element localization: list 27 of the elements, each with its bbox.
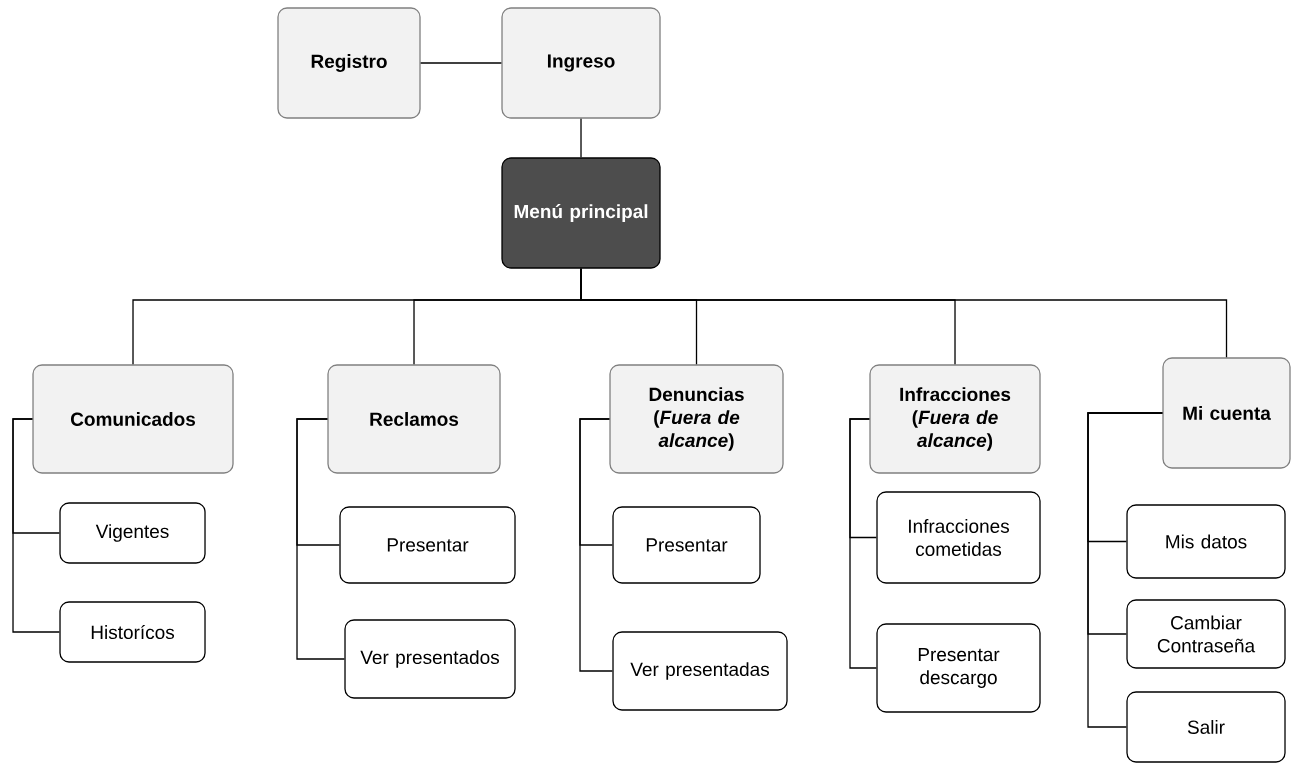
- option-box: Presentar: [339, 506, 516, 584]
- option-box: Cambiar Contraseña: [1126, 599, 1286, 669]
- section-box: Mi cuenta: [1162, 357, 1291, 469]
- option-box: Historícos: [59, 601, 206, 663]
- connector-line: [579, 418, 613, 672]
- connector-line: [420, 62, 502, 64]
- option-box: Ver presentadas: [612, 631, 788, 711]
- connector-line: [1087, 412, 1163, 728]
- option-box: Ver presentados: [344, 619, 516, 699]
- option-box: Infracciones cometidas: [876, 491, 1041, 584]
- option-box: Presentar: [612, 506, 761, 584]
- connector-line: [580, 268, 1228, 358]
- connector-line: [849, 418, 877, 669]
- section-box: Denuncias (Fuera de alcance): [609, 364, 784, 474]
- section-box: Ingreso: [501, 7, 661, 119]
- section-box: Comunicados: [32, 364, 234, 474]
- connector-line: [580, 118, 582, 158]
- connector-line: [296, 418, 345, 660]
- section-box: Registro: [277, 7, 421, 119]
- section-box: Infracciones (Fuera de alcance): [869, 364, 1041, 474]
- connector-line: [12, 418, 60, 633]
- section-box: Reclamos: [327, 364, 501, 474]
- option-box: Vigentes: [59, 502, 206, 564]
- main-menu-box: Menú principal: [501, 157, 661, 269]
- option-box: Mis datos: [1126, 504, 1286, 579]
- option-box: Salir: [1126, 691, 1286, 763]
- option-box: Presentar descargo: [876, 623, 1041, 713]
